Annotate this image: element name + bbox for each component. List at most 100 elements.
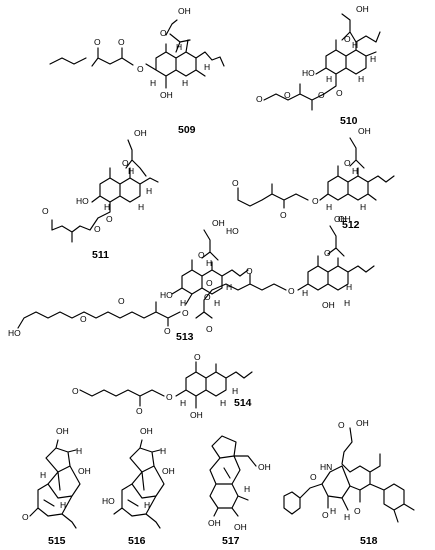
513-atom-label: HO <box>160 290 173 300</box>
516-atom-label: HO <box>102 496 115 506</box>
513-atom-label: O <box>198 250 205 260</box>
514-atom-label: O <box>194 352 201 362</box>
compound-512: OH O HO O O O OH H H H 512 <box>226 126 395 236</box>
518-atom-label: H <box>330 506 336 516</box>
518-atom-label: O <box>310 472 317 482</box>
518-atom-label: O <box>338 420 345 430</box>
509-atom-label: OH <box>160 90 173 100</box>
compound-id-517: 517 <box>222 535 240 547</box>
509-atom-label: O <box>94 37 101 47</box>
514-atom-label: O <box>204 292 211 302</box>
512-atom-label: O <box>232 178 239 188</box>
510-atom-label: O <box>344 34 351 44</box>
518-atom-label: OH <box>356 418 369 428</box>
514-atom-label: H <box>220 398 226 408</box>
compound-id-514: 514 <box>234 397 252 409</box>
511-atom-label: O <box>94 224 101 234</box>
515-atom-label: H <box>60 500 66 510</box>
516-atom-label: OH <box>162 466 175 476</box>
513-atom-label: O <box>118 296 125 306</box>
513-atom-label: H <box>226 282 232 292</box>
compound-id-515: 515 <box>48 535 66 547</box>
514-atom-label: O <box>324 248 331 258</box>
516-atom-label: OH <box>140 426 153 436</box>
514-atom-label: OH <box>190 410 203 420</box>
517-atom-label: OH <box>208 518 221 528</box>
513-atom-label: HO <box>8 328 21 338</box>
compound-id-511: 511 <box>92 249 109 261</box>
509-atom-label: H <box>204 62 210 72</box>
compound-id-518: 518 <box>360 535 378 547</box>
512-atom-label: HO <box>226 226 239 236</box>
514-atom-label: H <box>346 282 352 292</box>
509-atom-label: H <box>150 78 156 88</box>
510-atom-label: O <box>284 90 291 100</box>
513-atom-label: H <box>206 258 212 268</box>
514-atom-label: H <box>302 288 308 298</box>
512-atom-label: H <box>326 202 332 212</box>
510-atom-label: H <box>352 40 358 50</box>
compound-id-510: 510 <box>340 115 358 127</box>
517-atom-label: OH <box>234 522 247 532</box>
compound-513: OH O HO H H H O O O HO O H 513 <box>8 218 249 343</box>
compound-514: OH O O O O O O H OH H H O O O O OH H H H… <box>72 214 375 420</box>
compound-id-513: 513 <box>176 331 194 343</box>
511-atom-label: O <box>122 158 129 168</box>
512-atom-label: O <box>312 196 319 206</box>
compound-517: OH OH OH H 517 <box>208 435 271 547</box>
509-atom-label: H <box>176 42 182 52</box>
513-atom-label: OH <box>212 218 225 228</box>
510-atom-label: H <box>370 54 376 64</box>
514-atom-label: H <box>180 398 186 408</box>
514-atom-label: O <box>288 286 295 296</box>
510-atom-label: H <box>358 74 364 84</box>
compound-id-509: 509 <box>178 124 196 136</box>
518-atom-label: H <box>344 512 350 522</box>
514-atom-label: O <box>166 392 173 402</box>
compound-518: OH O HN O O H H O 518 <box>283 418 415 547</box>
compound-509: OH O O O O H OH H H H 509 <box>49 6 225 136</box>
518-atom-label: O <box>354 506 361 516</box>
509-atom-label: O <box>118 37 125 47</box>
512-atom-label: O <box>344 158 351 168</box>
514-atom-label: O <box>72 386 79 396</box>
513-atom-label: O <box>164 326 171 336</box>
512-atom-label: OH <box>358 126 371 136</box>
compound-id-512: 512 <box>342 219 360 231</box>
515-atom-label: H <box>76 446 82 456</box>
514-atom-label: OH <box>338 214 351 224</box>
512-atom-label: H <box>360 202 366 212</box>
515-atom-label: H <box>40 470 46 480</box>
514-atom-label: O <box>206 278 213 288</box>
510-atom-label: O <box>318 90 325 100</box>
518-atom-label: HN <box>320 462 332 472</box>
514-atom-label: H <box>232 386 238 396</box>
513-atom-label: H <box>214 298 220 308</box>
516-atom-label: H <box>144 500 150 510</box>
511-atom-label: H <box>138 202 144 212</box>
compound-515: OH H OH H O H 515 <box>22 426 91 547</box>
513-atom-label: O <box>80 314 87 324</box>
510-atom-label: H <box>326 74 332 84</box>
510-atom-label: O <box>256 94 263 104</box>
compound-id-516: 516 <box>128 535 146 547</box>
511-atom-label: O <box>106 214 113 224</box>
516-atom-label: H <box>160 446 166 456</box>
514-atom-label: O <box>136 406 143 416</box>
511-atom-label: O <box>42 206 49 216</box>
513-atom-label: H <box>180 298 186 308</box>
511-atom-label: H <box>128 166 134 176</box>
514-atom-label: O <box>206 324 213 334</box>
514-atom-label: O <box>246 266 253 276</box>
509-atom-label: H <box>182 78 188 88</box>
509-atom-label: OH <box>178 6 191 16</box>
509-atom-label: O <box>160 28 167 38</box>
compound-516: OH H OH HO H 516 <box>102 426 175 547</box>
510-atom-label: OH <box>356 4 369 14</box>
511-atom-label: HO <box>76 196 89 206</box>
512-atom-label: H <box>352 166 358 176</box>
517-atom-label: OH <box>258 462 271 472</box>
515-atom-label: OH <box>56 426 69 436</box>
511-atom-label: H <box>104 202 110 212</box>
512-atom-label: O <box>280 210 287 220</box>
